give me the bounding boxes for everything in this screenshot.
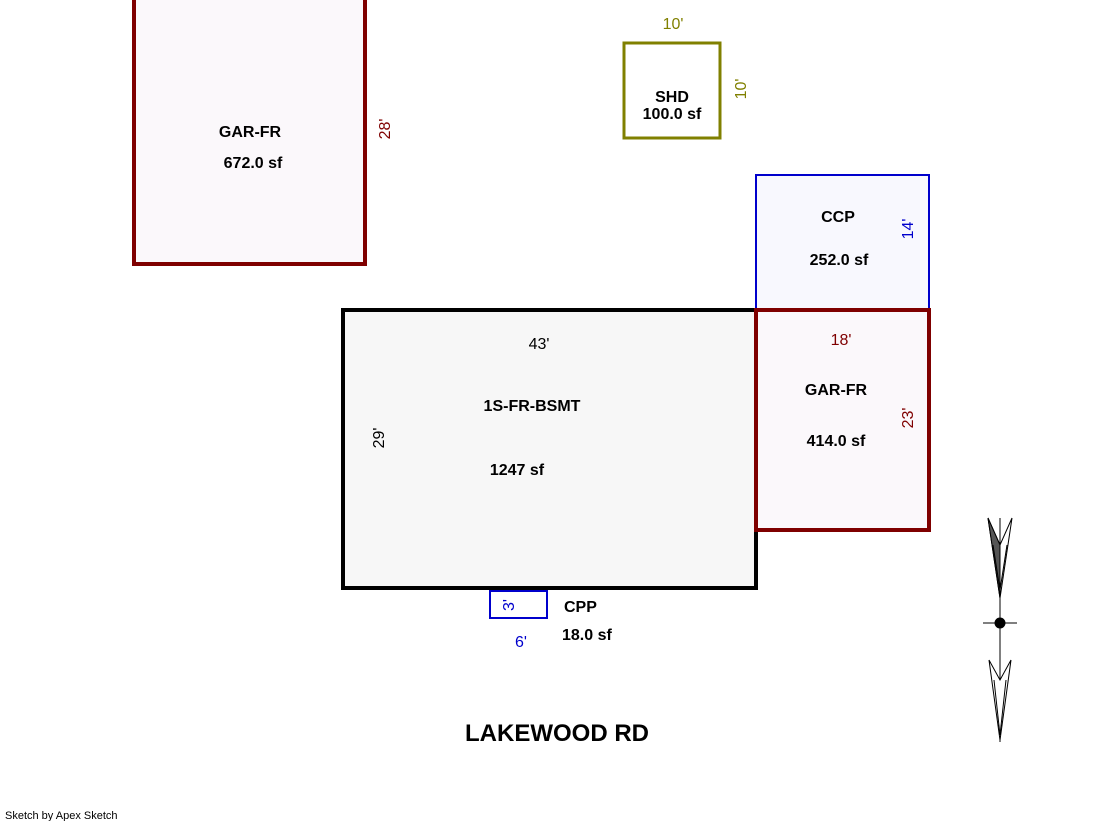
house-outline xyxy=(341,308,758,590)
garage-attached-area: 414.0 sf xyxy=(807,433,866,450)
carport-dim-side: 14' xyxy=(900,219,917,240)
porch-label: CPP xyxy=(564,599,597,616)
area-garage-detached[interactable]: GAR-FR 672.0 sf 28' xyxy=(132,0,394,266)
porch-area: 18.0 sf xyxy=(562,627,612,644)
porch-dim-bottom: 6' xyxy=(515,634,527,651)
garage-attached-dim-side: 23' xyxy=(900,408,917,429)
shed-label: SHD xyxy=(655,89,689,106)
shed-outline xyxy=(622,41,722,140)
north-arrow-icon xyxy=(983,517,1017,742)
area-garage-attached[interactable]: 18' GAR-FR 414.0 sf 23' xyxy=(754,308,931,532)
carport-area: 252.0 sf xyxy=(810,252,869,269)
garage-detached-outline xyxy=(132,0,367,266)
garage-detached-area: 672.0 sf xyxy=(224,155,283,172)
porch-dim-side: 3' xyxy=(501,599,518,611)
porch-outline xyxy=(489,590,548,619)
garage-attached-outline xyxy=(754,308,931,532)
house-area: 1247 sf xyxy=(490,462,545,479)
area-covered-porch[interactable]: 3' 6' CPP 18.0 sf xyxy=(489,590,612,651)
area-house[interactable]: 43' 29' 1S-FR-BSMT 1247 sf xyxy=(341,308,758,590)
carport-outline xyxy=(755,174,930,310)
shed-dim-side: 10' xyxy=(733,79,750,100)
area-shed[interactable]: 10' 10' SHD 100.0 sf xyxy=(622,16,750,140)
garage-attached-dim-top: 18' xyxy=(831,332,852,349)
house-label: 1S-FR-BSMT xyxy=(484,398,581,415)
street-label: LAKEWOOD RD xyxy=(465,720,649,747)
garage-attached-label: GAR-FR xyxy=(805,382,868,399)
garage-detached-dim-side: 28' xyxy=(377,119,394,140)
garage-detached-label: GAR-FR xyxy=(219,124,282,141)
carport-label: CCP xyxy=(821,209,855,226)
house-dim-top: 43' xyxy=(529,336,550,353)
house-dim-side: 29' xyxy=(371,428,388,449)
shed-area: 100.0 sf xyxy=(643,106,702,123)
area-covered-carport[interactable]: CCP 252.0 sf 14' xyxy=(755,174,930,310)
shed-dim-top: 10' xyxy=(663,16,684,33)
credit-text: Sketch by Apex Sketch xyxy=(5,810,118,821)
